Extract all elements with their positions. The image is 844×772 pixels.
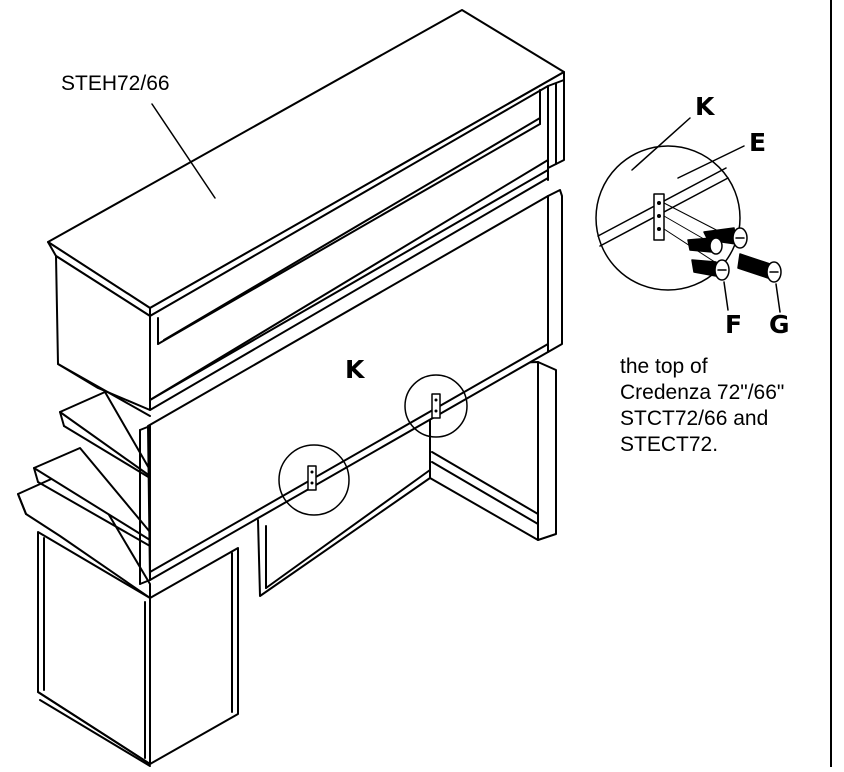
detail-k-label: K (695, 92, 715, 121)
note-line: STECT72. (620, 433, 719, 456)
desk-frame (257, 361, 557, 597)
note-line: the top of (620, 355, 708, 378)
assembly-note: the top of Credenza 72"/66" STCT72/66 an… (620, 354, 784, 458)
detail-f-label: F (725, 310, 743, 339)
screw-f (691, 259, 730, 281)
hutch (47, 9, 565, 417)
callout-circle-right (404, 374, 468, 438)
note-line: Credenza 72"/66" (620, 381, 785, 404)
back-panel (139, 189, 563, 585)
part-leader-line (151, 103, 216, 199)
screw-g (737, 253, 782, 283)
panel-k-label: K (345, 355, 365, 384)
detail-leaders (631, 117, 781, 313)
note-line: STCT72/66 and (620, 407, 769, 430)
part-number-label: STEH72/66 (61, 72, 170, 95)
credenza-pedestal (17, 465, 239, 767)
detail-e-label: E (749, 128, 767, 157)
detail-g-label: G (769, 310, 790, 339)
screw-e (687, 227, 748, 255)
callout-circle-left (278, 444, 350, 516)
